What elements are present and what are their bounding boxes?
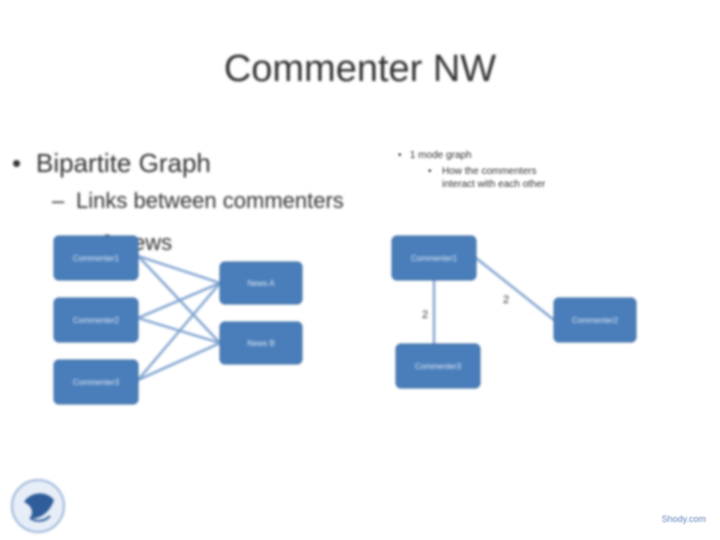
bipartite-edges <box>137 254 221 382</box>
side-note-2-line1: How the commenters <box>442 166 537 177</box>
bullet-dot-icon: • <box>428 166 432 177</box>
node-label: News A <box>247 279 275 288</box>
side-note-2: • How the commenters interact with each o… <box>428 165 545 191</box>
one-mode-node: Commenter2 <box>553 297 637 343</box>
edge-c1-c2 <box>475 257 555 321</box>
edge-c3-newsB <box>137 341 221 382</box>
side-note-2-line2: interact with each other <box>442 179 546 190</box>
bullet-text: Bipartite Graph <box>36 148 211 178</box>
bipartite-commenter-node: Commenter3 <box>53 359 139 405</box>
bullet-list: • Bipartite Graph –Links between commente… <box>12 148 344 215</box>
sub-bullet-text-line1: Links between commenters <box>76 188 344 213</box>
bullet-item: • Bipartite Graph <box>12 148 344 179</box>
edge-c2-newsA <box>137 281 221 320</box>
side-note-1-text: 1 mode graph <box>409 150 472 161</box>
node-label: Commenter1 <box>411 254 458 263</box>
bipartite-commenter-node: Commenter2 <box>53 297 139 343</box>
bipartite-news-node: News A <box>219 261 303 305</box>
side-notes: • 1 mode graph • How the commenters inter… <box>398 150 545 191</box>
edge-weight-label: 2 <box>422 309 428 321</box>
slide-title: Commenter NW <box>223 48 497 90</box>
edge-weight-label: 2 <box>503 294 509 306</box>
dash-icon: – <box>52 188 65 213</box>
node-label: Commenter3 <box>415 362 462 371</box>
bullet-dot-icon: • <box>12 148 22 178</box>
node-label: Commenter1 <box>73 254 120 263</box>
node-label: Commenter2 <box>73 316 120 325</box>
footer-link[interactable]: Shody.com <box>661 514 706 524</box>
node-label: Commenter2 <box>572 316 619 325</box>
bipartite-commenter-node: Commenter1 <box>53 235 139 281</box>
sub-bullet-item: –Links between commenters <box>52 187 344 215</box>
edge-c3-newsA <box>137 282 221 381</box>
side-note-1: • 1 mode graph <box>398 150 472 161</box>
shield-logo-icon <box>11 479 65 533</box>
node-label: Commenter3 <box>73 378 120 387</box>
one-mode-node: Commenter3 <box>395 343 481 389</box>
node-label: News B <box>247 339 275 348</box>
one-mode-node: Commenter1 <box>391 235 477 281</box>
edge-c1-newsA <box>137 254 221 285</box>
one-mode-edges <box>432 257 555 344</box>
bipartite-news-node: News B <box>219 321 303 365</box>
